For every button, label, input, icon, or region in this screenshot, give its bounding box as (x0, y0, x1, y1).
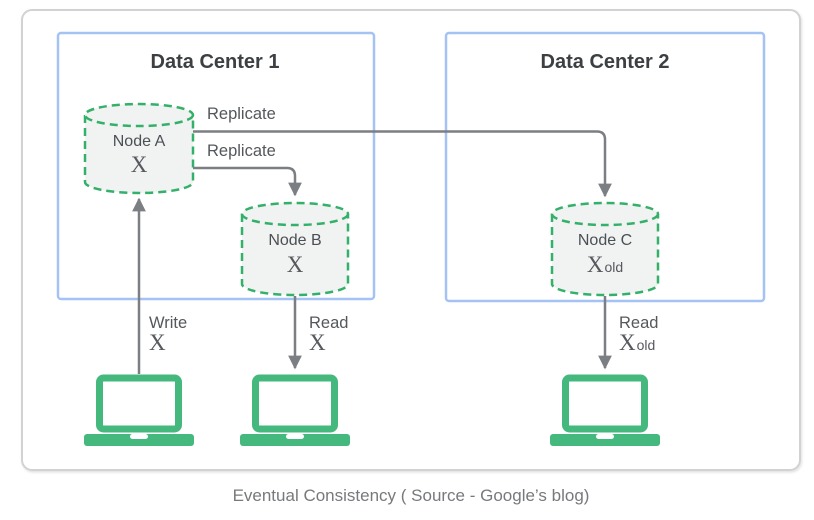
laptop-notch (130, 434, 148, 439)
laptop-screen (562, 374, 648, 433)
node-a-label: Node A (113, 133, 166, 150)
read-c-label: Read (619, 314, 658, 332)
read-b-value: X (309, 330, 326, 355)
data-center-1-title: Data Center 1 (151, 51, 280, 73)
write-label: Write (149, 314, 187, 332)
node-a-cylinder-top (83, 102, 195, 128)
replicate-arrow-a-to-c (193, 130, 612, 198)
node-c-cylinder-top (550, 201, 660, 227)
laptop-screen (252, 374, 338, 433)
node-b-value: X (287, 252, 304, 277)
client-1-laptop-icon (84, 374, 194, 446)
replicate-label-bottom: Replicate (207, 142, 276, 160)
data-center-1-box (56, 31, 376, 301)
node-b-database-cylinder: Node B X (240, 201, 350, 297)
node-b-label: Node B (268, 232, 321, 249)
laptop-base (550, 434, 660, 446)
laptop-screen (96, 374, 182, 433)
node-a-cylinder-body (83, 115, 195, 195)
node-c-value: Xold (587, 252, 623, 277)
laptop-base (240, 434, 350, 446)
figure-caption: Eventual Consistency ( Source - Google’s… (233, 486, 590, 505)
node-c-label: Node C (578, 232, 632, 249)
node-a-database-cylinder: Node A X (83, 102, 195, 195)
write-edge-label: Write X (149, 314, 187, 355)
client-2-laptop-icon (240, 374, 350, 446)
client-3-laptop-icon (550, 374, 660, 446)
read-c-edge-label: Read Xold (619, 314, 658, 355)
data-center-2-title: Data Center 2 (541, 51, 670, 73)
node-c-cylinder-body (550, 214, 660, 297)
laptop-base (84, 434, 194, 446)
node-c-database-cylinder: Node C Xold (550, 201, 660, 297)
replicate-arrow-a-to-b (193, 166, 302, 197)
node-a-value: X (131, 152, 148, 177)
replicate-label-top: Replicate (207, 105, 276, 123)
read-b-edge-label: Read X (309, 314, 348, 355)
laptop-notch (286, 434, 304, 439)
read-b-label: Read (309, 314, 348, 332)
laptop-notch (596, 434, 614, 439)
node-b-cylinder-top (240, 201, 350, 227)
write-value: X (149, 330, 166, 355)
read-c-value: Xold (619, 330, 655, 355)
node-b-cylinder-body (240, 214, 350, 297)
